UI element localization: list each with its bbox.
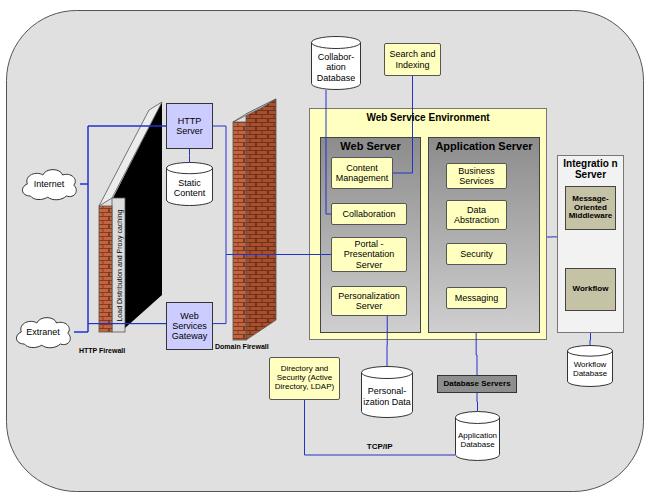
brick-side [246, 99, 276, 340]
connector-line [74, 324, 166, 332]
connector-line [305, 400, 456, 455]
node-label: Personal- ization Data [361, 386, 413, 406]
environment-box: Web Service EnvironmentWeb ServerContent… [309, 108, 547, 340]
connector-line [80, 126, 166, 184]
server-container: Integratio n ServerMessage- Oriented Mid… [557, 155, 624, 333]
node-label: Data Abstraction [447, 205, 506, 225]
node-label: Web Services Gateway [167, 311, 212, 341]
cylinder-body [362, 367, 413, 418]
connector-line [213, 126, 331, 255]
firewall-wall: Domain Firewall [232, 98, 277, 343]
brick-face [99, 206, 112, 332]
node-label: Collabor- ation Database [311, 52, 361, 82]
component-box: Security [446, 243, 507, 265]
process-box: Directory and Security (Active Directory… [269, 357, 340, 400]
node-label: Internet [32, 179, 67, 189]
connector-line [477, 393, 479, 411]
node-label: Web Server [338, 138, 402, 152]
node-label: HTTP Server [167, 116, 212, 136]
component-box: Business Services [446, 163, 507, 189]
node-label: Load Distribution and Proxy caching [114, 198, 123, 332]
cylinder-body [167, 163, 213, 206]
cylinder-rim [167, 168, 213, 174]
component-box: Message- Oriented Middleware [565, 186, 616, 230]
node-label: Workflow Database [567, 361, 613, 379]
node-label: Messaging [453, 293, 501, 303]
node-label: Collaboration [340, 209, 397, 219]
connector-line [387, 316, 388, 366]
connector-line [74, 126, 166, 332]
node-label: Directory and Security (Active Directory… [270, 365, 339, 392]
connector-line [213, 255, 331, 324]
connector-line [80, 184, 166, 324]
node-outline [97, 100, 165, 335]
cylinder-body [456, 412, 500, 461]
cylinder-body [312, 37, 361, 90]
server-box: Database Servers [437, 375, 517, 393]
node-label: Static Content [166, 178, 213, 198]
database-cylinder: Application Database [455, 411, 500, 461]
component-box: Messaging [446, 287, 507, 309]
node-label: Personalization Server [332, 291, 406, 311]
network-cloud: Extranet [12, 314, 74, 350]
connector-line [547, 236, 557, 237]
node-label: Integratio n Server [558, 156, 623, 180]
wall-face [112, 198, 125, 332]
firewall-wall: Load Distribution and Proxy cachingHTTP … [97, 100, 165, 335]
component-box: Workflow [565, 268, 616, 311]
node-outline [232, 98, 277, 343]
cloud-outline [22, 170, 76, 200]
node-label: Web Service Environment [364, 109, 491, 123]
wall-top [99, 102, 162, 206]
node-label: Security [458, 249, 495, 259]
connector-line [189, 149, 190, 162]
process-box: Search and Indexing [384, 43, 441, 76]
server-box: HTTP Server [166, 103, 213, 149]
component-box: Content Management [331, 157, 393, 189]
node-label: Content Management [332, 163, 392, 183]
cylinder-rim [312, 43, 361, 49]
cylinder-body [568, 346, 613, 387]
node-label: Extranet [24, 327, 62, 337]
node-label: HTTP Firewall [79, 347, 159, 355]
node-label: Workflow [571, 285, 611, 294]
environment-outline [7, 11, 644, 492]
node-label: Database Servers [441, 380, 512, 389]
node-label: Search and Indexing [385, 49, 440, 69]
database-cylinder: Personal- ization Data [361, 366, 413, 418]
wall-top [233, 99, 276, 122]
node-label: Message- Oriented Middleware [566, 195, 615, 222]
cylinder-rim [362, 373, 413, 379]
gateway-box: Web Services Gateway [166, 302, 213, 350]
connector-line [476, 333, 478, 375]
cylinder-rim [456, 418, 500, 424]
component-box: Personalization Server [331, 286, 407, 316]
network-cloud: Internet [18, 166, 80, 202]
connector-label: TCP/IP [340, 442, 420, 451]
cylinder-rim [568, 351, 613, 356]
database-cylinder: Static Content [166, 162, 213, 206]
node-label: Business Services [447, 166, 506, 186]
connector-line [326, 90, 331, 214]
node-label: Application Server [433, 138, 534, 152]
node-label: Portal - Presentation Server [332, 239, 406, 269]
cloud-outline [16, 318, 70, 348]
brick-face [233, 122, 246, 340]
component-box: Data Abstraction [446, 200, 507, 230]
component-box: Portal - Presentation Server [331, 237, 407, 272]
server-container: Web ServerContent ManagementCollaboratio… [320, 137, 421, 333]
node-label: Domain Firewall [215, 343, 295, 351]
component-box: Collaboration [331, 203, 407, 225]
node-label: Application Database [455, 432, 500, 450]
server-container: Application ServerBusiness ServicesData … [428, 137, 540, 333]
connector-line [590, 333, 592, 345]
database-cylinder: Workflow Database [567, 345, 613, 387]
connector-line [393, 76, 413, 173]
database-cylinder: Collabor- ation Database [311, 36, 361, 90]
